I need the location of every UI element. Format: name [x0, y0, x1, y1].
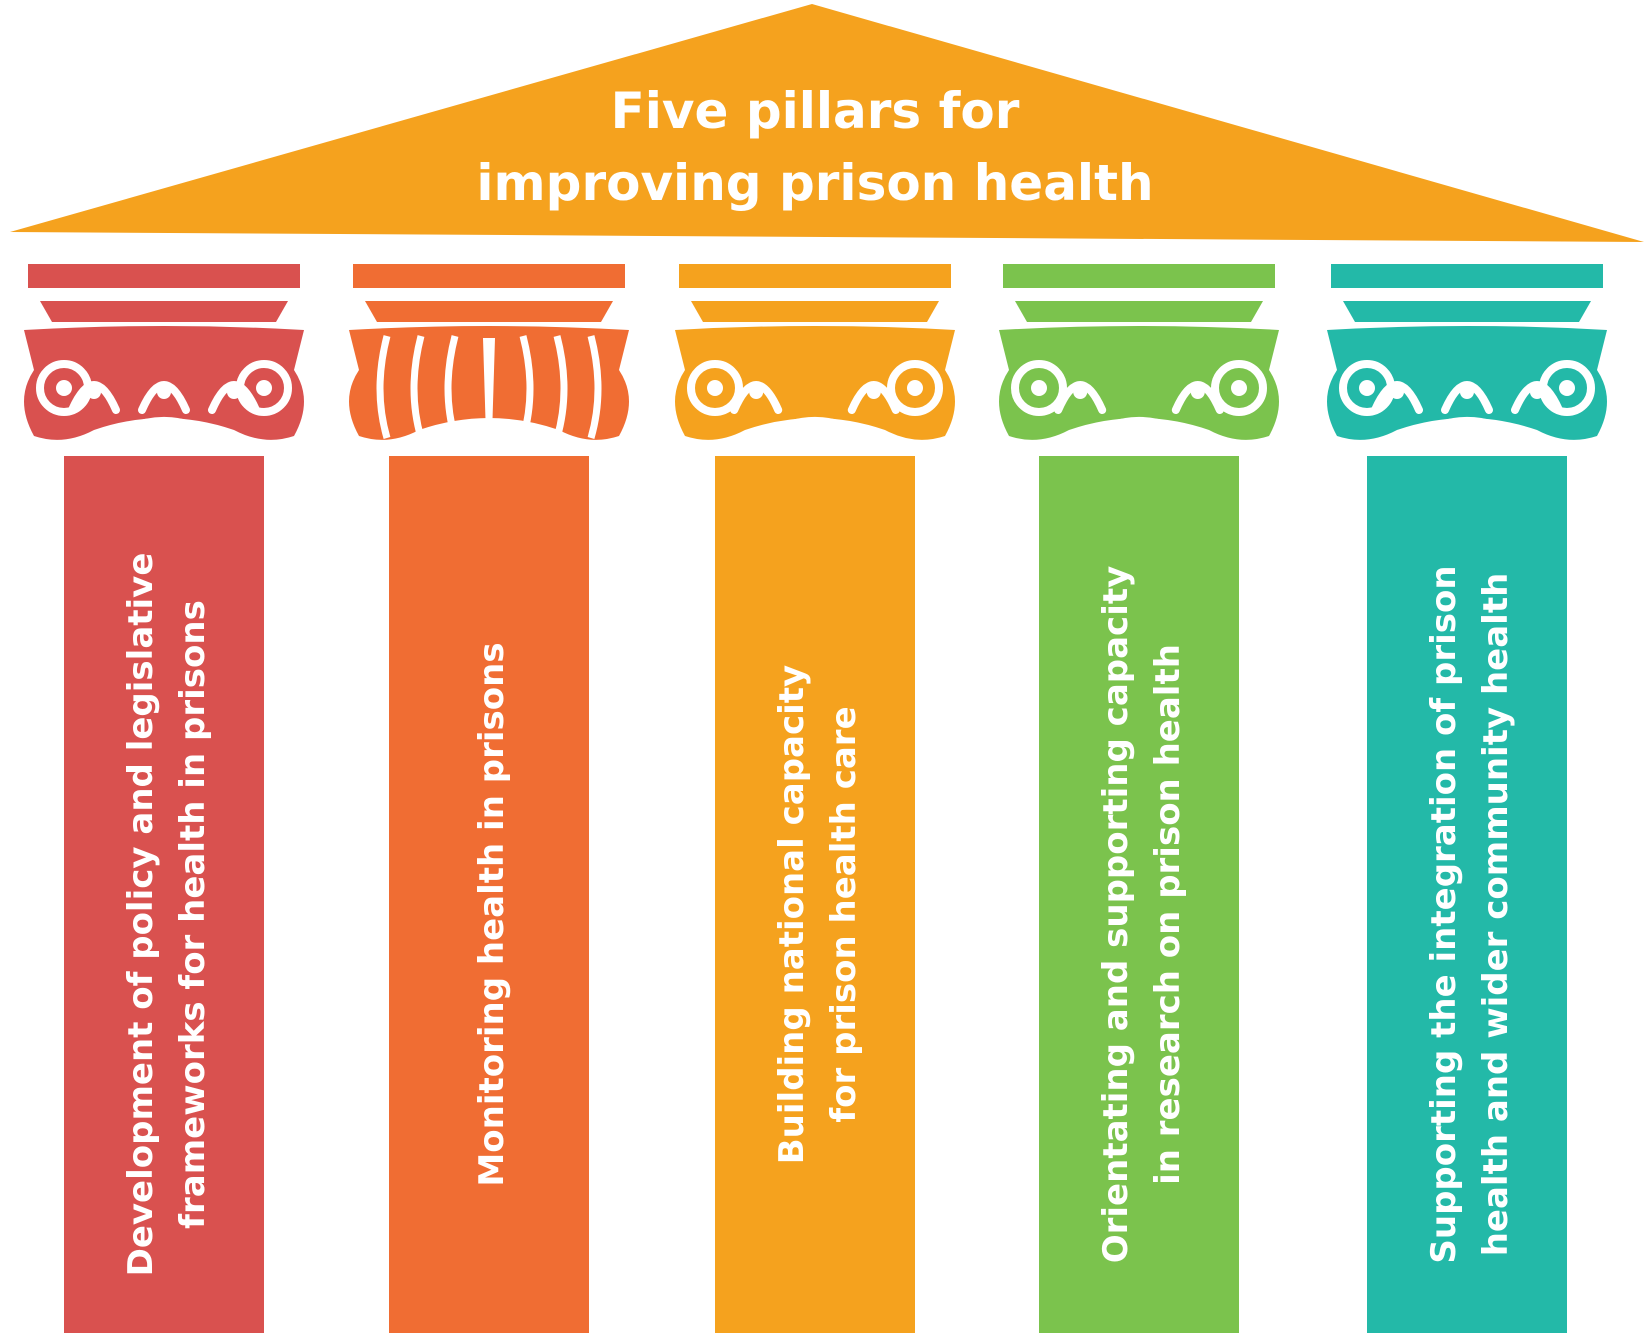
pillar-3: Building national capacity for prison hea…: [675, 264, 955, 1333]
pillar-label-line: Building national capacity: [772, 665, 812, 1164]
pillar-label: Monitoring health in prisons: [472, 642, 512, 1186]
pillar-5: Supporting the integration of prison heal…: [1327, 264, 1607, 1333]
pillar-label-line: health and wider community health: [1476, 573, 1516, 1257]
pillar-1: Development of policy and legislative fra…: [24, 264, 304, 1333]
pillar-label: Supporting the integration of prison heal…: [1424, 565, 1516, 1263]
pillar-label-line: Supporting the integration of prison: [1424, 565, 1464, 1263]
pillar-echinus: [1343, 301, 1591, 322]
pillar-abacus: [1003, 264, 1275, 288]
pillar-label: Development of policy and legislative fra…: [121, 553, 213, 1277]
scroll-capital-icon: [675, 326, 955, 446]
wave-capital-icon: [1327, 326, 1607, 446]
pillar-label-line: in research on prison health: [1148, 644, 1188, 1185]
pillar-label: Orientating and supporting capacity in re…: [1096, 566, 1188, 1264]
pillar-label-line: frameworks for health in prisons: [173, 600, 213, 1229]
pillar-4: Orientating and supporting capacity in re…: [999, 264, 1279, 1333]
pillar-shaft: [1367, 456, 1567, 1333]
pillar-echinus: [691, 301, 939, 322]
pillar-abacus: [679, 264, 951, 288]
pillar-abacus: [28, 264, 300, 288]
volute-capital-icon: [999, 326, 1279, 446]
pillar-shaft: [64, 456, 264, 1333]
swirl-capital-icon: [24, 326, 304, 446]
pillar-label-line: Development of policy and legislative: [121, 553, 161, 1277]
pillar-shaft: [1039, 456, 1239, 1333]
pillar-label: Building national capacity for prison hea…: [772, 665, 864, 1164]
pillar-shaft: [389, 456, 589, 1333]
pillar-label-line: Monitoring health in prisons: [472, 642, 512, 1186]
roof-pediment: [10, 4, 1644, 242]
pillar-echinus: [1015, 301, 1263, 322]
pillars: Development of policy and legislative fra…: [24, 264, 1607, 1333]
pillar-echinus: [365, 301, 613, 322]
pillar-shaft: [715, 456, 915, 1333]
title-line-2: improving prison health: [476, 154, 1153, 212]
pillar-abacus: [1331, 264, 1603, 288]
pillar-label-line: for prison health care: [824, 706, 864, 1122]
pillar-abacus: [353, 264, 625, 288]
title-line-1: Five pillars for: [611, 82, 1020, 140]
pillar-label-line: Orientating and supporting capacity: [1096, 566, 1136, 1264]
leaf-capital-icon: [349, 326, 629, 440]
pillar-echinus: [40, 301, 288, 322]
pillar-2: Monitoring health in prisons: [349, 264, 629, 1333]
